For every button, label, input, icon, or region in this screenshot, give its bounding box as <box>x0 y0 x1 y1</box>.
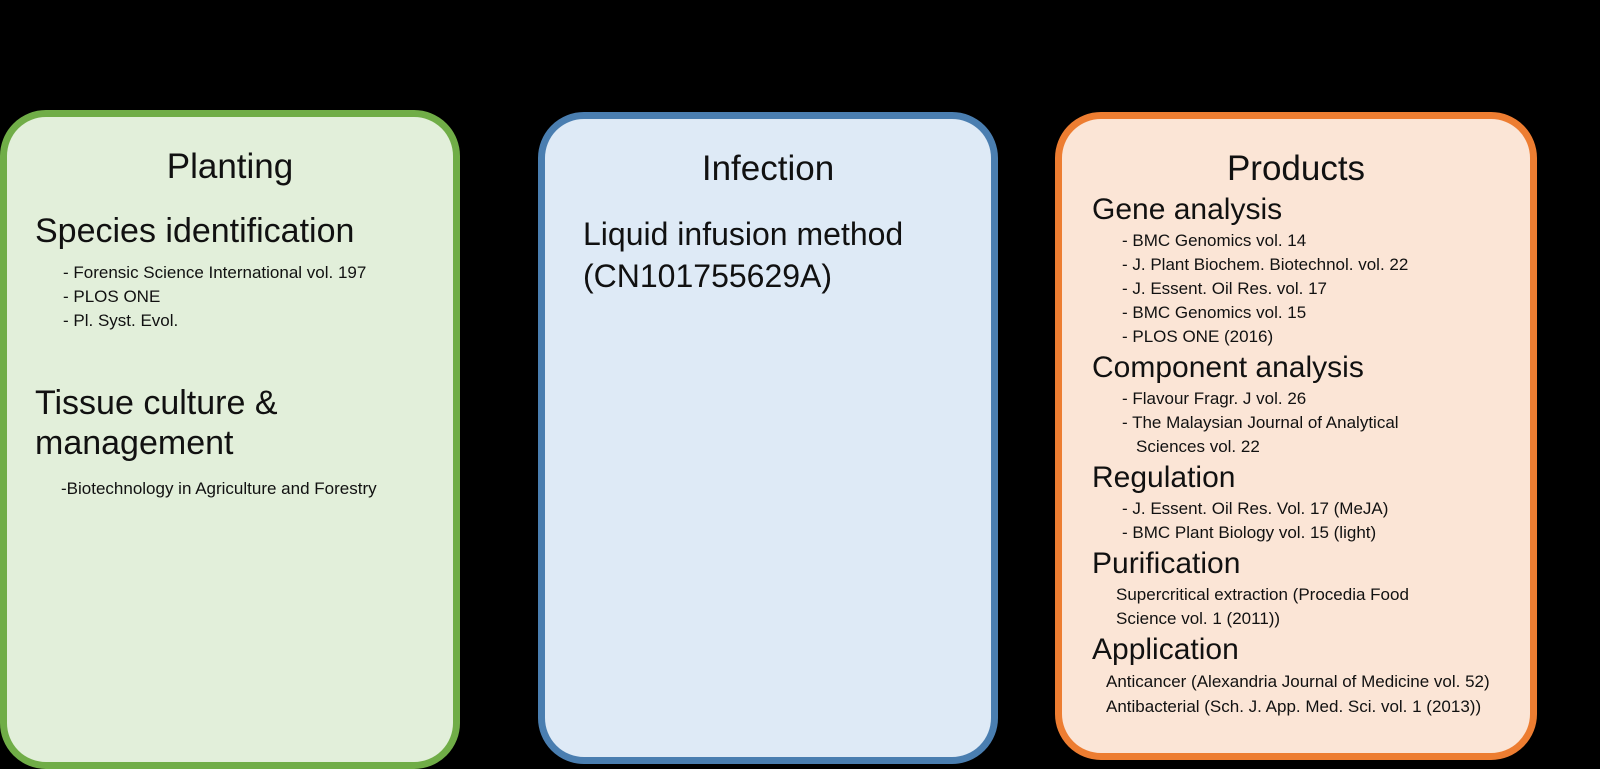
products-purification-list: Supercritical extraction (Procedia Food … <box>1116 583 1516 631</box>
panel-planting-title: Planting <box>166 147 294 186</box>
list-item: - Forensic Science International vol. 19… <box>63 263 367 282</box>
planting-species-list: - Forensic Science International vol. 19… <box>63 261 439 333</box>
products-heading-application: Application <box>1092 633 1239 666</box>
list-item: - PLOS ONE (2016) <box>1122 327 1274 346</box>
panel-infection-title: Infection <box>701 149 835 188</box>
panel-products-title: Products <box>1226 149 1366 188</box>
list-item: - BMC Genomics vol. 14 <box>1122 231 1307 250</box>
list-item: Supercritical extraction (Procedia Food <box>1116 585 1409 604</box>
products-regulation-list: - J. Essent. Oil Res. Vol. 17 (MeJA) - B… <box>1122 497 1516 545</box>
panel-planting: Planting Species identification - Forens… <box>0 110 460 769</box>
list-item-continuation: Science vol. 1 (2011)) <box>1116 609 1281 628</box>
panel-infection: Infection Liquid infusion method (CN1017… <box>538 112 998 764</box>
planting-heading-tissue-culture: Tissue culture & management <box>35 384 278 462</box>
list-item: - J. Essent. Oil Res. vol. 17 <box>1122 279 1328 298</box>
products-gene-analysis-list: - BMC Genomics vol. 14 - J. Plant Bioche… <box>1122 229 1516 349</box>
infection-method-line-1: Liquid infusion method <box>583 216 904 252</box>
list-item: - J. Plant Biochem. Biotechnol. vol. 22 <box>1122 255 1409 274</box>
list-item: - PLOS ONE <box>63 287 161 306</box>
list-item: - BMC Plant Biology vol. 15 (light) <box>1122 523 1377 542</box>
planting-tissue-list: -Biotechnology in Agriculture and Forest… <box>61 477 439 501</box>
products-application-list: Anticancer (Alexandria Journal of Medici… <box>1106 669 1516 719</box>
products-component-analysis-list: - Flavour Fragr. J vol. 26 - The Malaysi… <box>1122 387 1516 459</box>
list-item: - Flavour Fragr. J vol. 26 <box>1122 389 1307 408</box>
list-item: - Pl. Syst. Evol. <box>63 311 179 330</box>
list-item: - J. Essent. Oil Res. Vol. 17 (MeJA) <box>1122 499 1389 518</box>
panel-products-body: Gene analysis - BMC Genomics vol. 14 - J… <box>1062 193 1530 719</box>
list-item: Anticancer (Alexandria Journal of Medici… <box>1106 672 1490 691</box>
infection-method-line-2: (CN101755629A) <box>583 258 833 294</box>
list-item: - BMC Genomics vol. 15 <box>1122 303 1307 322</box>
list-item-continuation: Sciences vol. 22 <box>1136 437 1260 456</box>
panel-products: Products Gene analysis - BMC Genomics vo… <box>1055 112 1537 760</box>
list-item: - The Malaysian Journal of Analytical <box>1122 413 1399 432</box>
planting-heading-species: Species identification <box>35 212 355 250</box>
panel-planting-body: Species identification - Forensic Scienc… <box>7 211 453 501</box>
products-heading-component-analysis: Component analysis <box>1092 351 1364 384</box>
products-heading-purification: Purification <box>1092 547 1241 580</box>
products-heading-gene-analysis: Gene analysis <box>1092 193 1283 226</box>
products-heading-regulation: Regulation <box>1092 461 1236 494</box>
list-item: -Biotechnology in Agriculture and Forest… <box>61 479 377 498</box>
list-item: Antibacterial (Sch. J. App. Med. Sci. vo… <box>1106 697 1482 716</box>
panel-infection-body: Liquid infusion method (CN101755629A) <box>545 213 991 297</box>
